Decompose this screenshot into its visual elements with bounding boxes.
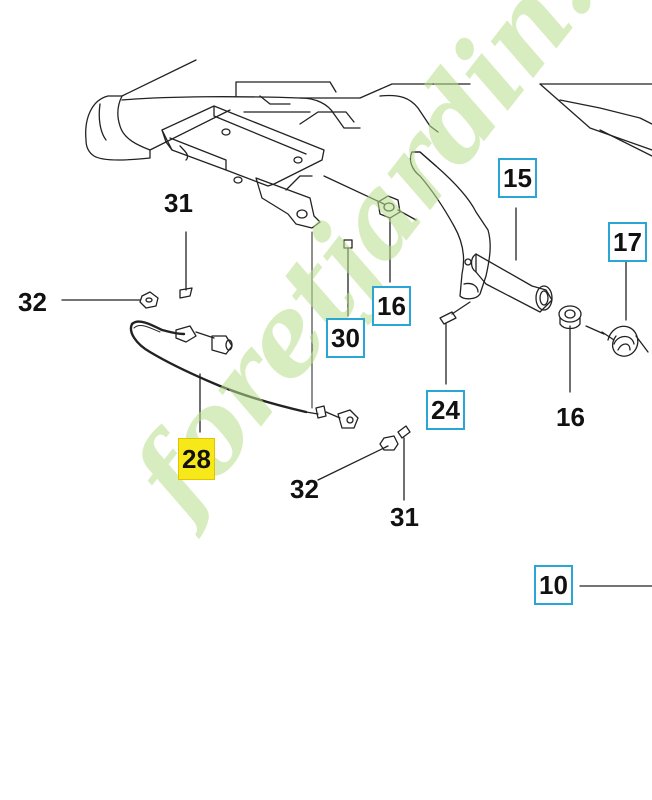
callout-32-upper: 32 bbox=[18, 287, 47, 317]
callout-10: 10 bbox=[534, 565, 573, 605]
callout-24: 24 bbox=[426, 390, 465, 430]
spring-17 bbox=[585, 325, 649, 357]
callout-16-lower: 16 bbox=[556, 402, 585, 432]
callout-32-lower: 32 bbox=[290, 474, 319, 504]
pin-30 bbox=[343, 239, 353, 317]
frame-housing bbox=[85, 59, 652, 161]
shaft-axis bbox=[323, 175, 385, 205]
callout-15: 15 bbox=[498, 158, 537, 198]
callout-31-upper: 31 bbox=[164, 188, 193, 218]
nut-16-upper bbox=[377, 195, 417, 221]
callout-17: 17 bbox=[608, 222, 647, 262]
washer-32-lower bbox=[317, 435, 399, 481]
callout-30: 30 bbox=[326, 318, 365, 358]
callout-28-highlighted: 28 bbox=[178, 438, 215, 480]
cable-28 bbox=[129, 231, 359, 429]
bracket bbox=[161, 105, 325, 229]
tube-15 bbox=[470, 253, 553, 313]
screw-31-upper bbox=[179, 231, 193, 299]
callout-31-lower: 31 bbox=[390, 502, 419, 532]
lever-plate bbox=[409, 151, 491, 300]
washer-32-upper bbox=[61, 291, 159, 309]
washer-16-lower bbox=[558, 305, 582, 330]
screw-31-lower bbox=[397, 425, 411, 501]
callout-16-upper: 16 bbox=[372, 286, 411, 326]
screw-24 bbox=[439, 301, 471, 385]
